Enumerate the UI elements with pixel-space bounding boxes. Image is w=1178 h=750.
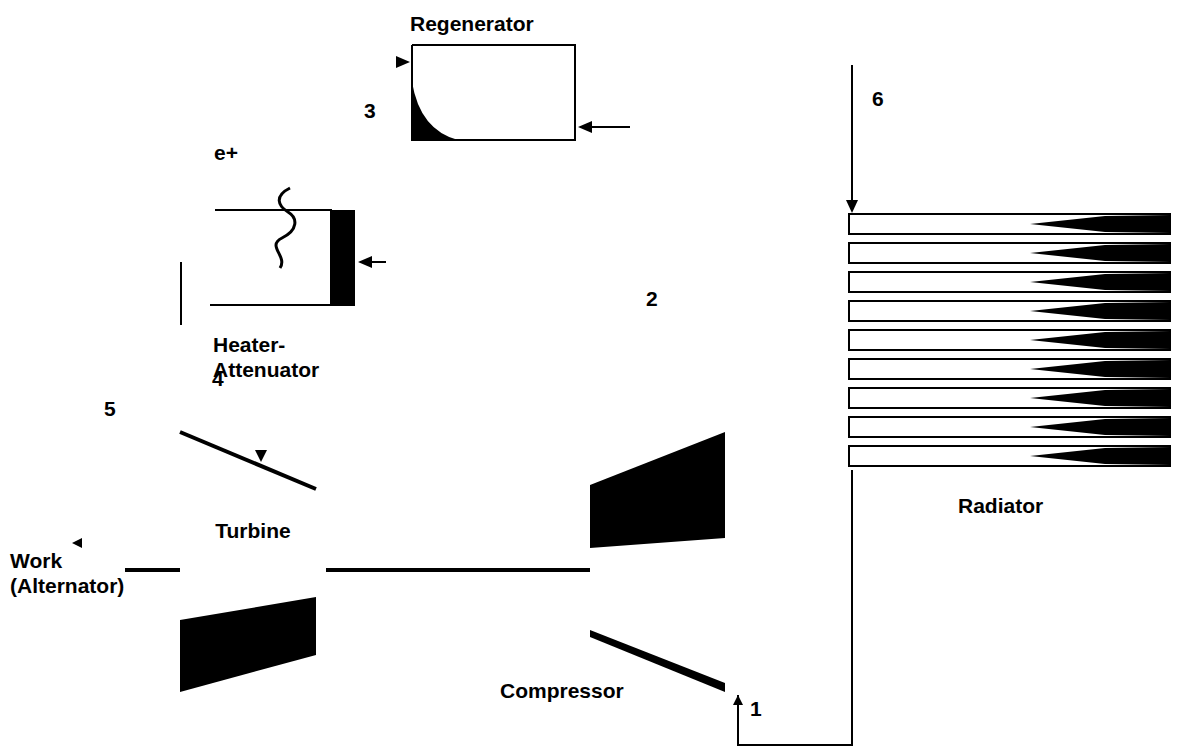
regenerator-fill: [412, 82, 458, 140]
radiator-tube: [849, 388, 1170, 408]
heater-outline: [210, 304, 332, 306]
inlet-arrowhead: [846, 200, 858, 213]
radiator-tubes: [849, 214, 1170, 466]
regenerator: Regenerator: [410, 45, 578, 140]
component-label: Compressor: [500, 678, 624, 703]
radiator-fill: [1030, 302, 1170, 320]
heater-outline: [180, 262, 182, 325]
radiator-tube: [849, 214, 1170, 234]
component-label: Heater- Attenuator: [213, 332, 353, 382]
flow-line: [738, 470, 852, 745]
radiator-fill: [1030, 331, 1170, 349]
heater-attenuator: Heater- Attenuator: [180, 210, 357, 325]
output-shaft: [125, 568, 180, 572]
component-label: Turbine: [180, 518, 326, 543]
radiator-tube: [849, 446, 1170, 466]
heater-bar: [330, 210, 355, 306]
callout-number: 3: [364, 98, 376, 123]
radiator-fill: [1030, 418, 1170, 436]
callout-number: 5: [104, 396, 116, 421]
radiator-fill: [1030, 447, 1170, 465]
radiator: Radiator: [848, 213, 1172, 470]
compressor-casing: [590, 432, 725, 548]
callout-number: 6: [872, 86, 884, 111]
compressor: Compressor: [590, 432, 745, 695]
radiator-fill: [1030, 215, 1170, 233]
heater-outline: [215, 209, 332, 211]
radiator-fill: [1030, 273, 1170, 291]
inlet-line: [370, 261, 386, 263]
annotation: Work (Alternator): [10, 548, 150, 598]
work-arrowhead: [72, 538, 82, 548]
callout-number: 4: [212, 366, 224, 391]
callout-number: 1: [750, 696, 762, 721]
radiator-fill: [1030, 244, 1170, 262]
radiator-tube: [849, 417, 1170, 437]
inlet-line: [851, 65, 853, 200]
radiation-wave: [276, 188, 295, 268]
inlet-arrowhead: [358, 256, 372, 268]
radiator-tube: [849, 272, 1170, 292]
inlet-line: [590, 126, 630, 128]
radiator-fill: [1030, 389, 1170, 407]
turbine: Turbine: [180, 430, 326, 692]
regenerator-outline: [412, 45, 575, 140]
callout-number: 2: [646, 286, 658, 311]
shaft-line: [326, 568, 590, 572]
turbine-casing: [180, 597, 316, 692]
radiator-tube: [849, 330, 1170, 350]
turbine-casing: [180, 432, 316, 489]
flow-arrowhead: [255, 450, 267, 462]
inlet-arrowhead: [578, 121, 592, 133]
component-label: Radiator: [958, 493, 1043, 518]
radiator-tube: [849, 359, 1170, 379]
annotation: e+: [214, 140, 238, 165]
component-label: Regenerator: [410, 11, 534, 36]
radiator-fill: [1030, 360, 1170, 378]
inlet-arrowhead: [396, 56, 410, 68]
radiator-tube: [849, 301, 1170, 321]
radiator-tube: [849, 243, 1170, 263]
